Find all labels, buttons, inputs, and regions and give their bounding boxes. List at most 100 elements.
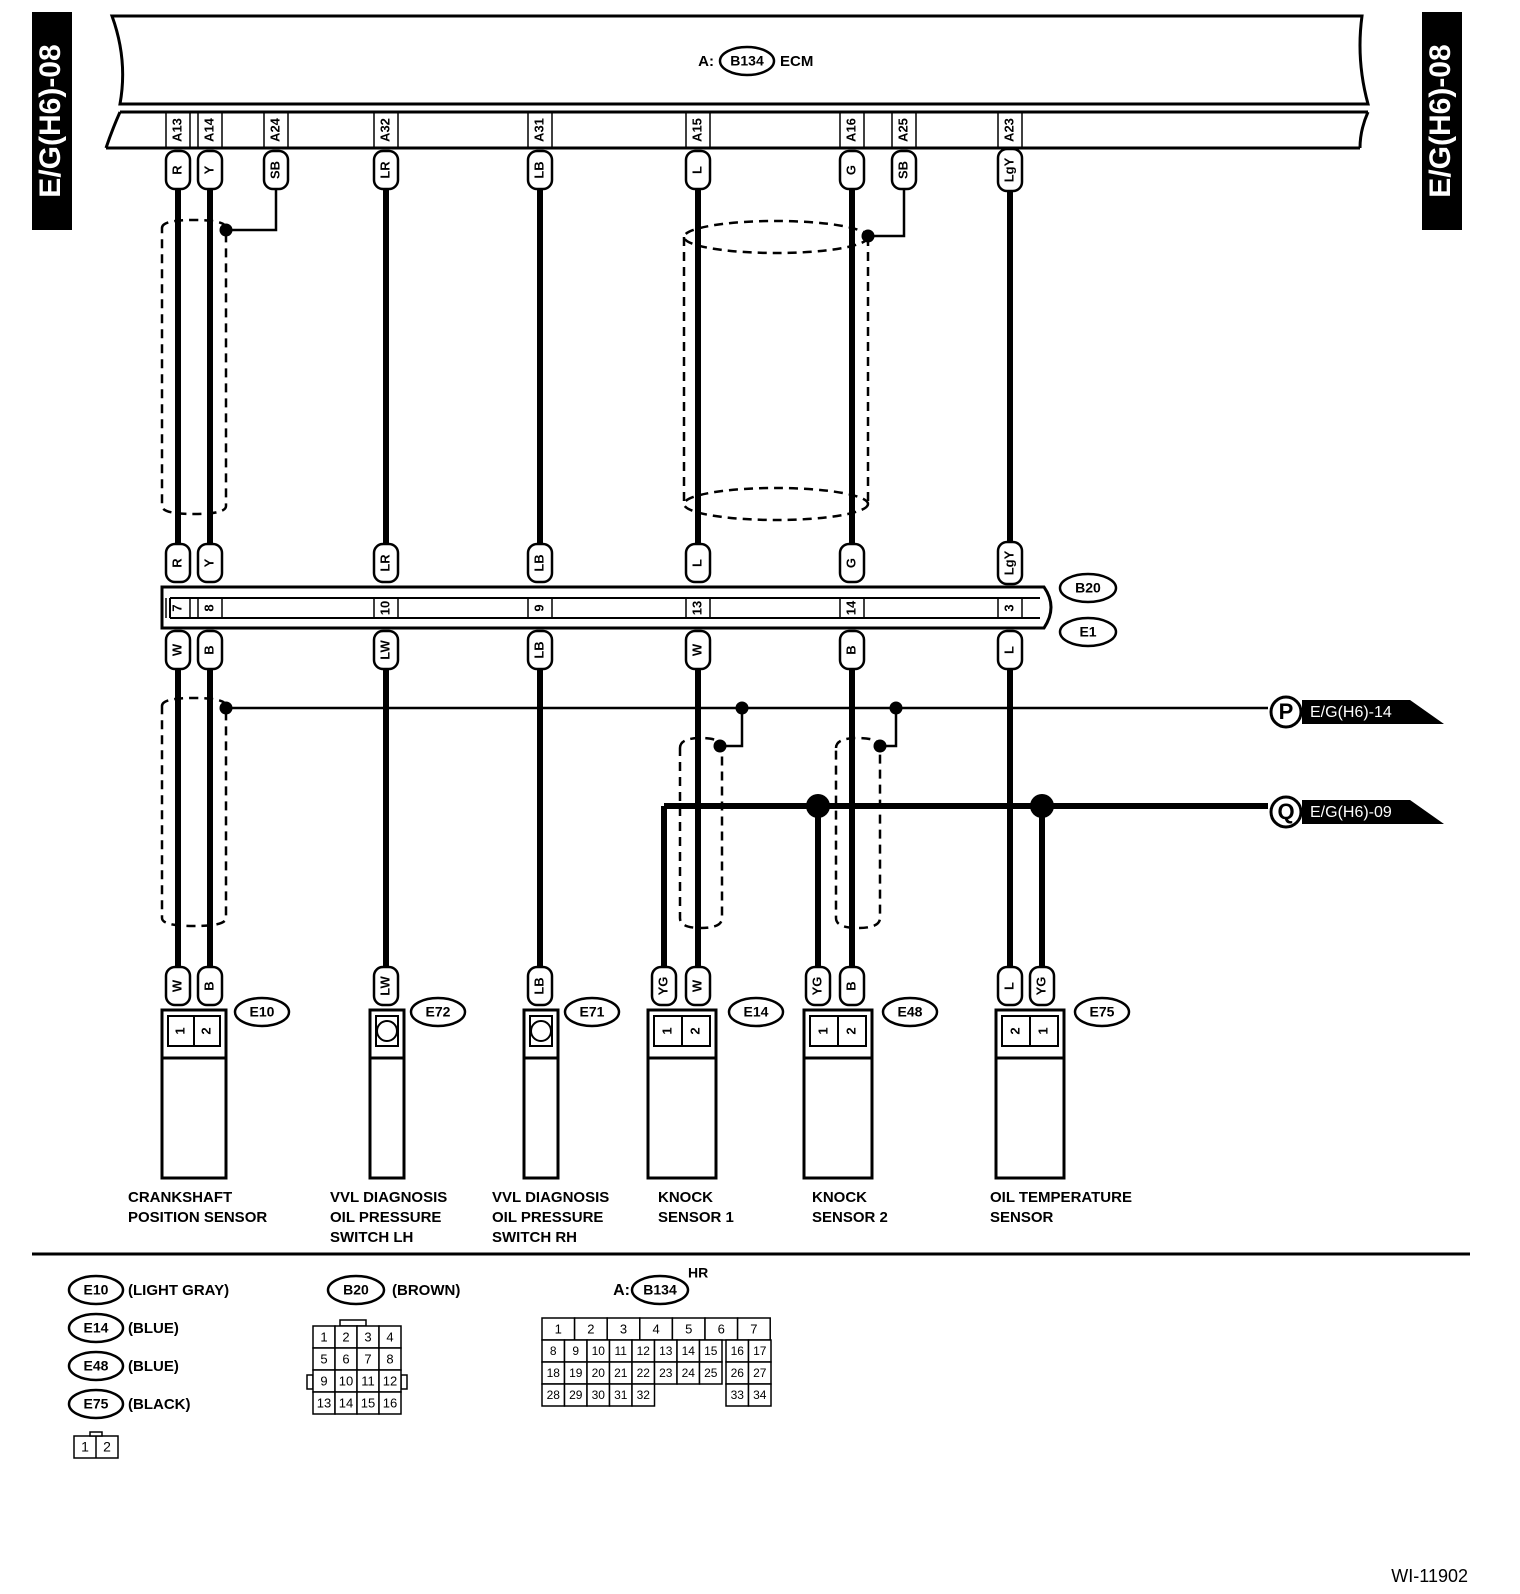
b20-wire-color-a31: LB: [531, 554, 546, 571]
legend-b134-pin: 15: [704, 1344, 718, 1358]
e1-wire-color-a31-frame: [526, 629, 554, 671]
sensor-e48-wire-2-frame: [838, 965, 866, 1007]
b20-wire-color-a14-frame: [196, 542, 224, 584]
shield-drain-a24: [226, 186, 278, 232]
legend-b20-pin: 8: [386, 1351, 393, 1366]
sensor-e71-oval: [563, 996, 621, 1028]
shield-drain-a25: [868, 186, 906, 238]
legend-b134-cell: [747, 1383, 772, 1407]
b20-wire-color-a23: LgY: [1001, 550, 1016, 575]
legend-e48-oval: [67, 1350, 125, 1382]
legend-b20-pin: 6: [342, 1351, 349, 1366]
legend-b20-pin: 3: [364, 1329, 371, 1344]
sensor-e48-label: KNOCK: [812, 1189, 867, 1206]
wire-color-a31: LB: [531, 161, 546, 178]
legend-b20-pin: 11: [361, 1373, 375, 1388]
legend-b20-pin: 7: [364, 1351, 371, 1366]
sensor-e14-label: SENSOR 1: [658, 1209, 734, 1226]
sensor-pin-frames: [167, 1015, 1059, 1047]
sensor-e48-id: E48: [898, 1004, 923, 1020]
legend-b134-pin: 25: [704, 1366, 718, 1380]
ecm-pin-a16: A16: [843, 118, 858, 142]
ecm-pin-a23: A23: [1001, 118, 1016, 142]
ref-p-circle: [1269, 695, 1303, 729]
ecm-box: A: B134 ECM: [104, 14, 1370, 150]
legend-b134-pin: 10: [592, 1344, 606, 1358]
b20-pin-14: 14: [843, 600, 858, 615]
ref-q-circle: [1269, 795, 1303, 829]
ecm-pin-a24: A24: [267, 117, 282, 142]
sensor-e72-label: OIL PRESSURE: [330, 1209, 441, 1226]
ecm-pin-a13: A13: [169, 118, 184, 142]
legend-b134-pin: 8: [550, 1344, 557, 1358]
legend-b134-pin: 1: [555, 1321, 562, 1336]
legend-b134-id: B134: [643, 1282, 677, 1298]
sensor-e72-wire-1: LW: [377, 976, 392, 996]
sensor-e48-wire-2: B: [843, 981, 858, 990]
b20-wire-color-a23-frame: [996, 540, 1024, 586]
wire-color-a32: LR: [377, 161, 392, 179]
sensor-e72-id: E72: [426, 1004, 451, 1020]
legend-two-pin: 1: [81, 1439, 89, 1455]
shield-crank-upper: [160, 218, 228, 516]
sensor-e71-label: VVL DIAGNOSIS: [492, 1189, 609, 1206]
junction-dots: [219, 223, 1054, 818]
shield-drain-e14: [720, 708, 744, 748]
legend-b134-pin: 16: [731, 1344, 745, 1358]
ref-q-arrow: [1302, 800, 1444, 824]
legend-b134-oval: [630, 1274, 690, 1306]
legend-b134-pin: 31: [614, 1388, 628, 1402]
b20-wire-color-a16: G: [843, 558, 858, 568]
legend-e14-oval: [67, 1312, 125, 1344]
shield-knock-upper-bottom: [682, 486, 870, 522]
b20-wire-color-a13: R: [169, 558, 184, 568]
b20-pin-7: 7: [169, 604, 184, 611]
sensor-e14-pin: 2: [687, 1027, 702, 1034]
sensor-e10-wire-1: W: [169, 979, 184, 992]
e1-wire-color-a32: LW: [377, 640, 392, 660]
ecm-pin-a14: A14: [201, 117, 216, 142]
e1-wire-color-a32-frame: [372, 629, 400, 671]
legend-b134-pin: 21: [614, 1366, 628, 1380]
legend-b20-pin: 14: [339, 1395, 353, 1410]
connector-e1-id: E1: [1079, 624, 1096, 640]
wire-color-a16: G: [843, 165, 858, 175]
legend-connector-id: E48: [84, 1358, 109, 1374]
legend-connector-color: (BLUE): [128, 1358, 179, 1375]
wire-color-a24: SB: [267, 161, 282, 179]
wire-color-a14-frame: [196, 149, 224, 191]
sensor-e72-label: SWITCH LH: [330, 1229, 413, 1246]
ecm-pin-a25: A25: [895, 118, 910, 142]
wire-color-a23: LgY: [1001, 157, 1016, 182]
b20-wire-color-a13-frame: [164, 542, 192, 584]
legend-b134-pin: 12: [637, 1344, 651, 1358]
legend-b134-pin: 4: [652, 1321, 659, 1336]
ecm-name: ECM: [780, 53, 813, 70]
ref-p-letter: P: [1279, 699, 1294, 724]
left-page-tab: [32, 12, 72, 230]
legend-b134-pin: 34: [753, 1388, 767, 1402]
legend-b20-pin: 9: [320, 1373, 327, 1388]
wire-lines: [175, 186, 1268, 970]
sensor-e14-wire-2: W: [689, 979, 704, 992]
e1-wire-color-a31: LB: [531, 641, 546, 658]
legend-b134-pin: 28: [547, 1388, 561, 1402]
legend-b134-pin: 26: [731, 1366, 745, 1380]
legend-b134-pin: 20: [592, 1366, 606, 1380]
e1-wire-color-a16-frame: [838, 629, 866, 671]
sensor-e48-pin: 1: [815, 1027, 830, 1034]
legend-b134-pin: 23: [659, 1366, 673, 1380]
shield-knock2: [834, 736, 882, 930]
sensor-e71-wire-1-frame: [526, 965, 554, 1007]
shield-knock1: [678, 736, 724, 930]
legend-b20-pin: 1: [320, 1329, 327, 1344]
wire-color-a14: Y: [201, 165, 216, 174]
legend-b134-pin: 7: [750, 1321, 757, 1336]
legend-b20-id: B20: [343, 1282, 369, 1298]
connector-e1-oval: [1058, 616, 1118, 648]
sensor-e75-oval: [1073, 996, 1131, 1028]
legend-two-pin: 2: [103, 1439, 111, 1455]
b20-pin-3: 3: [1001, 604, 1016, 611]
